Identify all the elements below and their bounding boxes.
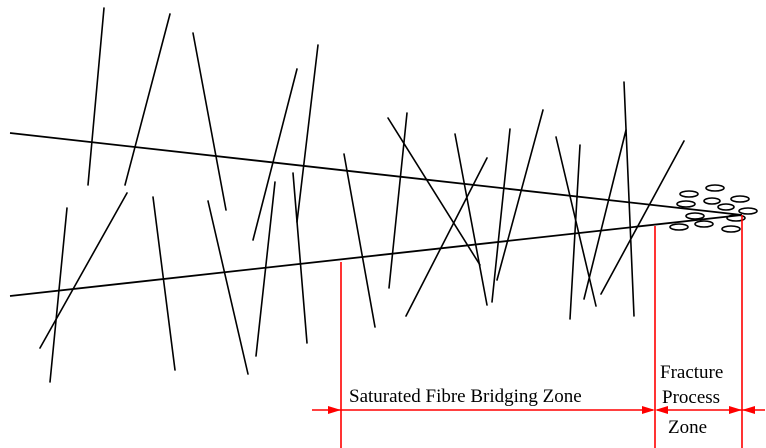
bridging-zone-label: Saturated Fibre Bridging Zone — [349, 386, 582, 407]
fibre — [496, 109, 544, 281]
fibre — [292, 172, 308, 344]
microcrack — [703, 197, 721, 205]
process-zone-label-line3: Zone — [668, 417, 707, 438]
microcrack — [730, 195, 750, 203]
fibre — [87, 7, 105, 186]
fibre — [388, 112, 408, 289]
fibre — [600, 140, 685, 295]
fibre — [623, 81, 635, 317]
fibre — [192, 32, 227, 211]
fibre — [454, 133, 488, 306]
crack-lower-face — [9, 214, 743, 297]
crack-upper-face — [9, 132, 743, 216]
fibre — [207, 200, 249, 375]
fibre — [252, 68, 298, 241]
arrowhead — [655, 406, 668, 414]
dimension-lines — [312, 215, 765, 448]
fibre — [39, 192, 128, 349]
fibre — [124, 13, 171, 186]
fibre — [583, 129, 627, 300]
process-zone-label-line2: Process — [662, 387, 720, 408]
arrowhead — [328, 406, 341, 414]
arrowhead — [742, 406, 755, 414]
microcrack — [738, 207, 758, 215]
microcracks — [669, 184, 758, 233]
process-zone-label-line1: Fracture — [660, 362, 723, 383]
microcrack — [694, 220, 714, 228]
microcrack — [679, 190, 699, 198]
crack-faces — [9, 132, 743, 297]
microcrack — [676, 200, 696, 208]
dimension-arrows — [328, 406, 755, 414]
fibre — [296, 44, 319, 223]
fibre — [491, 128, 511, 303]
microcrack — [717, 203, 735, 211]
microcrack — [669, 223, 689, 231]
arrowhead — [642, 406, 655, 414]
fibre — [569, 144, 581, 320]
fibre — [387, 117, 481, 266]
microcrack — [705, 184, 725, 192]
microcrack — [726, 214, 746, 222]
microcrack — [685, 212, 705, 220]
fibre — [343, 153, 376, 328]
fibre — [152, 196, 176, 371]
microcrack — [721, 225, 741, 233]
fibre — [49, 207, 68, 383]
arrowhead — [729, 406, 742, 414]
fibre — [255, 181, 276, 357]
fibres — [39, 7, 685, 383]
